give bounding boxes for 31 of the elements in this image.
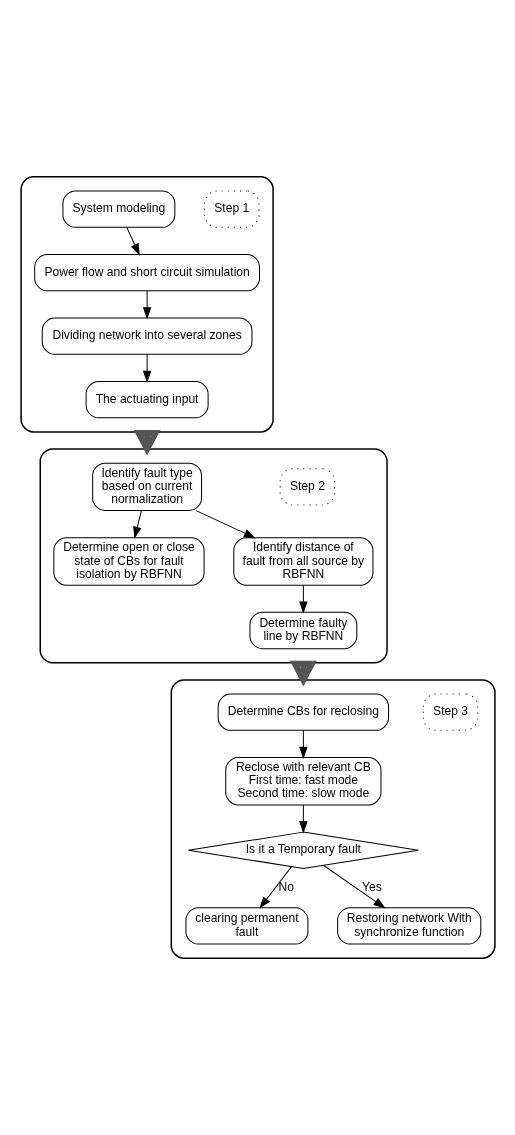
arrow <box>298 804 308 834</box>
node-box: clearing permanent fault <box>184 907 308 945</box>
arrow <box>195 510 256 539</box>
arrow <box>125 227 140 256</box>
arrow <box>322 864 386 909</box>
node-box: Dividing network into several zones <box>41 317 252 355</box>
node-box: Determine faulty line by RBFNN <box>248 611 357 650</box>
cluster <box>39 448 388 664</box>
node-box: Identify distance of fault from all source by RBFNN <box>232 537 373 586</box>
node-box: The actuating input <box>85 381 209 419</box>
node-diamond: Is it a Temporary fault <box>187 831 419 869</box>
node-box: Step 2 <box>279 468 335 506</box>
edge-label: Yes <box>361 880 382 895</box>
node-box: Reclose with relevant CB First time: fast mode Second time: slow mode <box>224 757 381 806</box>
cluster <box>19 176 274 433</box>
arrow <box>142 290 151 320</box>
node-box: Restoring network With synchronize function <box>336 907 481 945</box>
arrow <box>258 866 292 909</box>
edge-label: No <box>278 880 294 895</box>
arrow <box>298 729 308 759</box>
node-box: Power flow and short circuit simulation <box>33 254 260 292</box>
node-box: Step 3 <box>422 693 478 731</box>
node-box: Determine open or close state of CBs for fault isolation by RBFNN <box>52 537 205 586</box>
cluster <box>170 679 496 959</box>
node-box: System modeling <box>61 190 175 228</box>
node-box: Step 1 <box>203 190 259 228</box>
arrow <box>142 354 151 383</box>
node-box: Identify fault type based on current normalization <box>91 462 202 512</box>
arrow <box>132 510 142 539</box>
node-box: Determine CBs for reclosing <box>217 693 389 731</box>
arrow <box>298 584 308 614</box>
